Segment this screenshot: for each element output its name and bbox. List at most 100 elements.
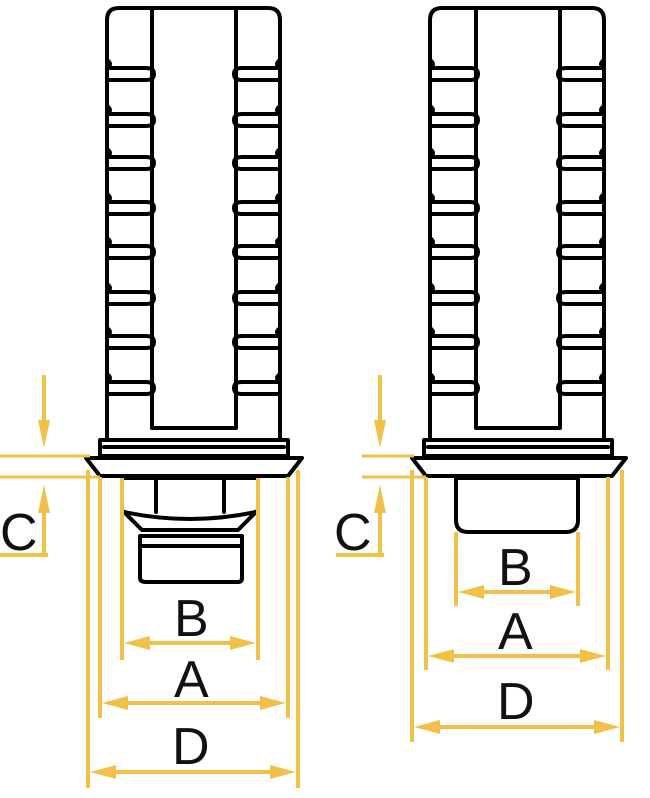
left-body-inner <box>150 6 238 430</box>
rib-groove <box>428 200 480 216</box>
right-body-inner <box>474 6 562 430</box>
rib-notch <box>275 282 282 294</box>
rib-groove <box>105 244 156 260</box>
rib-groove <box>556 334 606 350</box>
rib-groove <box>105 334 156 350</box>
right-label-a: A <box>498 603 533 661</box>
left-hex <box>120 476 260 532</box>
rib-groove <box>232 155 282 171</box>
rib-notch <box>428 372 435 384</box>
left-c-arrowhead-up <box>38 485 50 513</box>
rib-notch <box>105 282 112 294</box>
rib-groove <box>105 66 156 82</box>
rib-notch <box>275 326 282 338</box>
left-pin <box>138 534 244 584</box>
rib-notch <box>428 147 435 159</box>
rib-notch <box>599 236 606 248</box>
rib-groove <box>232 290 282 306</box>
rib-notch <box>275 58 282 70</box>
rib-groove <box>428 334 480 350</box>
left-label-d: D <box>172 718 210 776</box>
rib-notch <box>105 326 112 338</box>
rib-notch <box>428 104 435 116</box>
rib-groove <box>428 155 480 171</box>
rib-notch <box>599 104 606 116</box>
rib-notch <box>275 192 282 204</box>
rib-groove <box>105 290 156 306</box>
rib-groove <box>428 112 480 128</box>
rib-groove <box>105 380 156 396</box>
right-flange <box>410 456 628 478</box>
rib-groove <box>105 155 156 171</box>
right-b-arrow-right <box>550 585 576 599</box>
rib-groove <box>556 244 606 260</box>
rib-notch <box>275 147 282 159</box>
rib-groove <box>556 155 606 171</box>
rib-groove <box>556 200 606 216</box>
rib-notch <box>105 147 112 159</box>
rib-notch <box>428 236 435 248</box>
left-body-outline <box>105 6 282 442</box>
left-label-a: A <box>174 651 209 709</box>
rib-notch <box>599 326 606 338</box>
right-c-arrowhead-up <box>374 485 386 513</box>
rib-notch <box>599 58 606 70</box>
left-implant-drawing: C B A D <box>0 6 304 788</box>
rib-notch <box>105 192 112 204</box>
rib-notch <box>599 282 606 294</box>
left-d-arrow-right <box>270 765 296 779</box>
right-label-b: B <box>498 539 533 597</box>
left-b-arrow-left <box>124 636 150 650</box>
left-c-arrowhead-down <box>38 420 50 448</box>
right-a-arrow-left <box>428 649 454 663</box>
left-a-arrow-left <box>102 696 128 710</box>
left-label-c: C <box>0 504 38 562</box>
rib-notch <box>275 236 282 248</box>
rib-groove <box>556 66 606 82</box>
rib-groove <box>556 290 606 306</box>
right-ribs <box>428 58 606 396</box>
rib-notch <box>428 58 435 70</box>
rib-notch <box>275 372 282 384</box>
rib-notch <box>428 326 435 338</box>
right-d-arrow-left <box>414 720 440 734</box>
rib-notch <box>105 104 112 116</box>
rib-groove <box>232 334 282 350</box>
rib-groove <box>105 112 156 128</box>
rib-groove <box>428 380 480 396</box>
rib-groove <box>232 66 282 82</box>
rib-notch <box>105 236 112 248</box>
rib-groove <box>428 244 480 260</box>
rib-notch <box>599 192 606 204</box>
rib-notch <box>428 282 435 294</box>
rib-notch <box>105 372 112 384</box>
right-a-arrow-right <box>580 649 606 663</box>
rib-groove <box>556 380 606 396</box>
rib-notch <box>275 104 282 116</box>
rib-groove <box>556 112 606 128</box>
rib-groove <box>428 290 480 306</box>
rib-groove <box>232 244 282 260</box>
rib-groove <box>105 200 156 216</box>
left-b-arrow-right <box>230 636 256 650</box>
right-c-arrowhead-down <box>374 420 386 448</box>
left-flange <box>84 456 304 478</box>
rib-notch <box>105 58 112 70</box>
rib-notch <box>428 192 435 204</box>
right-base <box>454 476 580 534</box>
right-label-d: D <box>497 673 535 731</box>
right-b-arrow-left <box>458 585 484 599</box>
rib-groove <box>232 380 282 396</box>
right-d-arrow-right <box>594 720 620 734</box>
rib-groove <box>232 112 282 128</box>
left-label-b: B <box>174 590 209 648</box>
rib-notch <box>599 372 606 384</box>
left-hex-curve <box>122 510 258 521</box>
right-label-c: C <box>334 504 372 562</box>
rib-notch <box>599 147 606 159</box>
right-body-outline <box>428 6 606 442</box>
left-ribs <box>105 58 282 396</box>
left-a-arrow-right <box>260 696 286 710</box>
rib-groove <box>428 66 480 82</box>
